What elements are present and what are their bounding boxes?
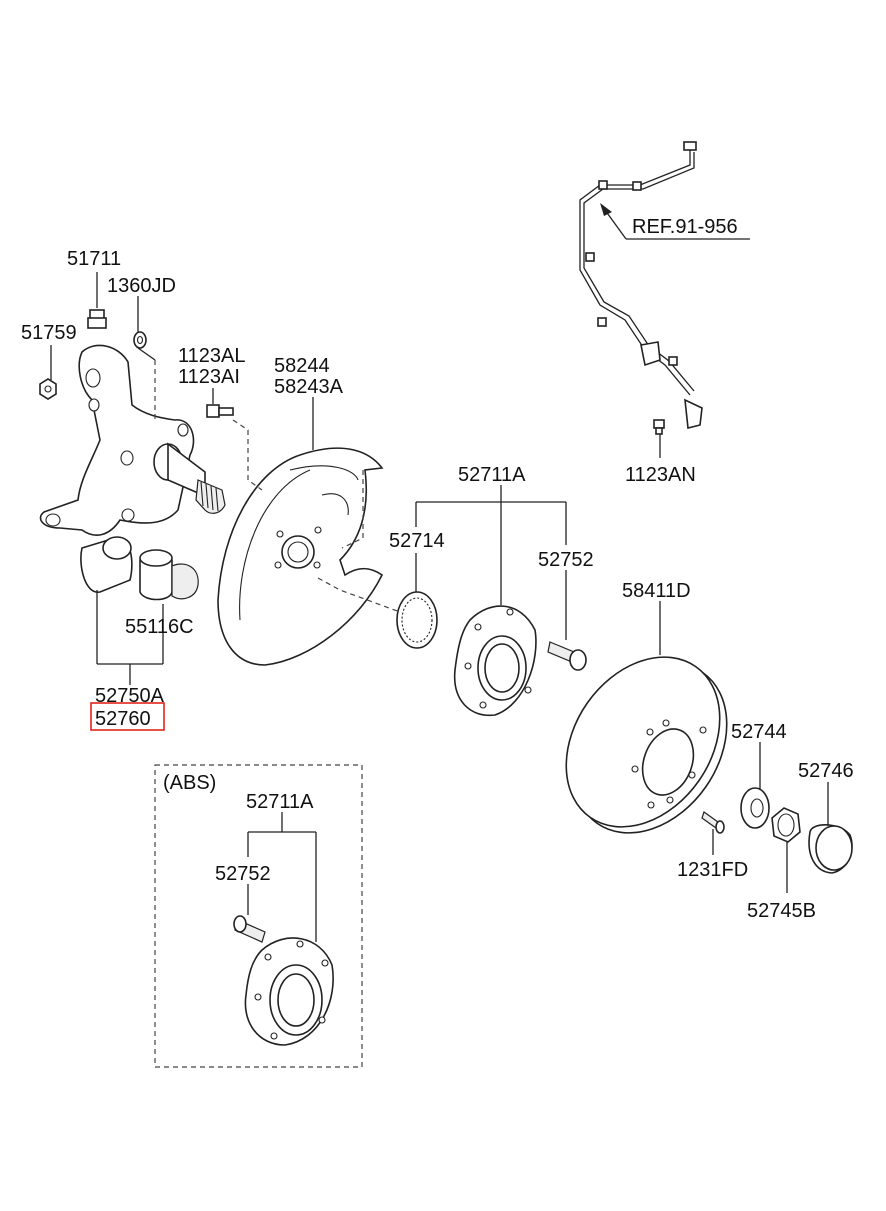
label-abs: (ABS) [163,772,216,794]
label-abs-52711A[interactable]: 52711A [246,791,314,813]
label-52750A[interactable]: 52750A [95,685,165,707]
label-1123AN[interactable]: 1123AN [625,464,696,486]
label-51759[interactable]: 51759 [21,322,77,344]
wheel-hub-52711A[interactable] [453,605,537,717]
label-58243A[interactable]: 58243A [274,376,344,398]
abs-sensor-harness[interactable] [579,141,703,429]
backing-plate[interactable] [217,447,384,666]
label-abs-52752[interactable]: 52752 [215,863,271,885]
brake-disc-58411D[interactable] [535,628,759,863]
abs-stud[interactable] [233,915,266,943]
abs-inset [154,764,363,1068]
label-1231FD[interactable]: 1231FD [677,859,748,881]
highlight-box [90,702,165,731]
leader-lines [50,203,829,893]
label-1123AL[interactable]: 1123AL [178,345,245,367]
bolt-1123AL[interactable] [206,404,234,418]
label-55116C[interactable]: 55116C [125,616,194,638]
wheel-stud-52752[interactable] [547,641,587,671]
label-52714[interactable]: 52714 [389,530,445,552]
screw-1231FD[interactable] [701,811,725,834]
nut-51759[interactable] [39,378,57,400]
washer-1360JD[interactable] [133,331,147,349]
label-58244[interactable]: 58244 [274,355,330,377]
bolt-1123AN[interactable] [653,419,665,435]
label-52760[interactable]: 52760 [95,708,151,730]
label-52745B[interactable]: 52745B [747,900,816,922]
bushing-sleeve[interactable] [80,536,133,593]
hub-cap-52746[interactable] [808,824,853,874]
tone-ring-52714[interactable] [396,591,438,649]
label-ref-91-956[interactable]: REF.91-956 [632,216,738,238]
label-1123AI[interactable]: 1123AI [178,366,240,388]
label-52711A[interactable]: 52711A [458,464,526,486]
bolt-51711[interactable] [87,309,107,329]
label-52744[interactable]: 52744 [731,721,787,743]
label-51711[interactable]: 51711 [67,248,121,270]
label-58411D[interactable]: 58411D [622,580,691,602]
abs-wheel-hub[interactable] [244,937,334,1046]
label-1360JD[interactable]: 1360JD [107,275,176,297]
washer-52744[interactable] [740,787,770,829]
steering-knuckle[interactable] [39,344,226,536]
bushing-55116C[interactable] [139,549,199,601]
nut-52745B[interactable] [771,807,801,843]
label-52746[interactable]: 52746 [798,760,854,782]
label-52752[interactable]: 52752 [538,549,594,571]
